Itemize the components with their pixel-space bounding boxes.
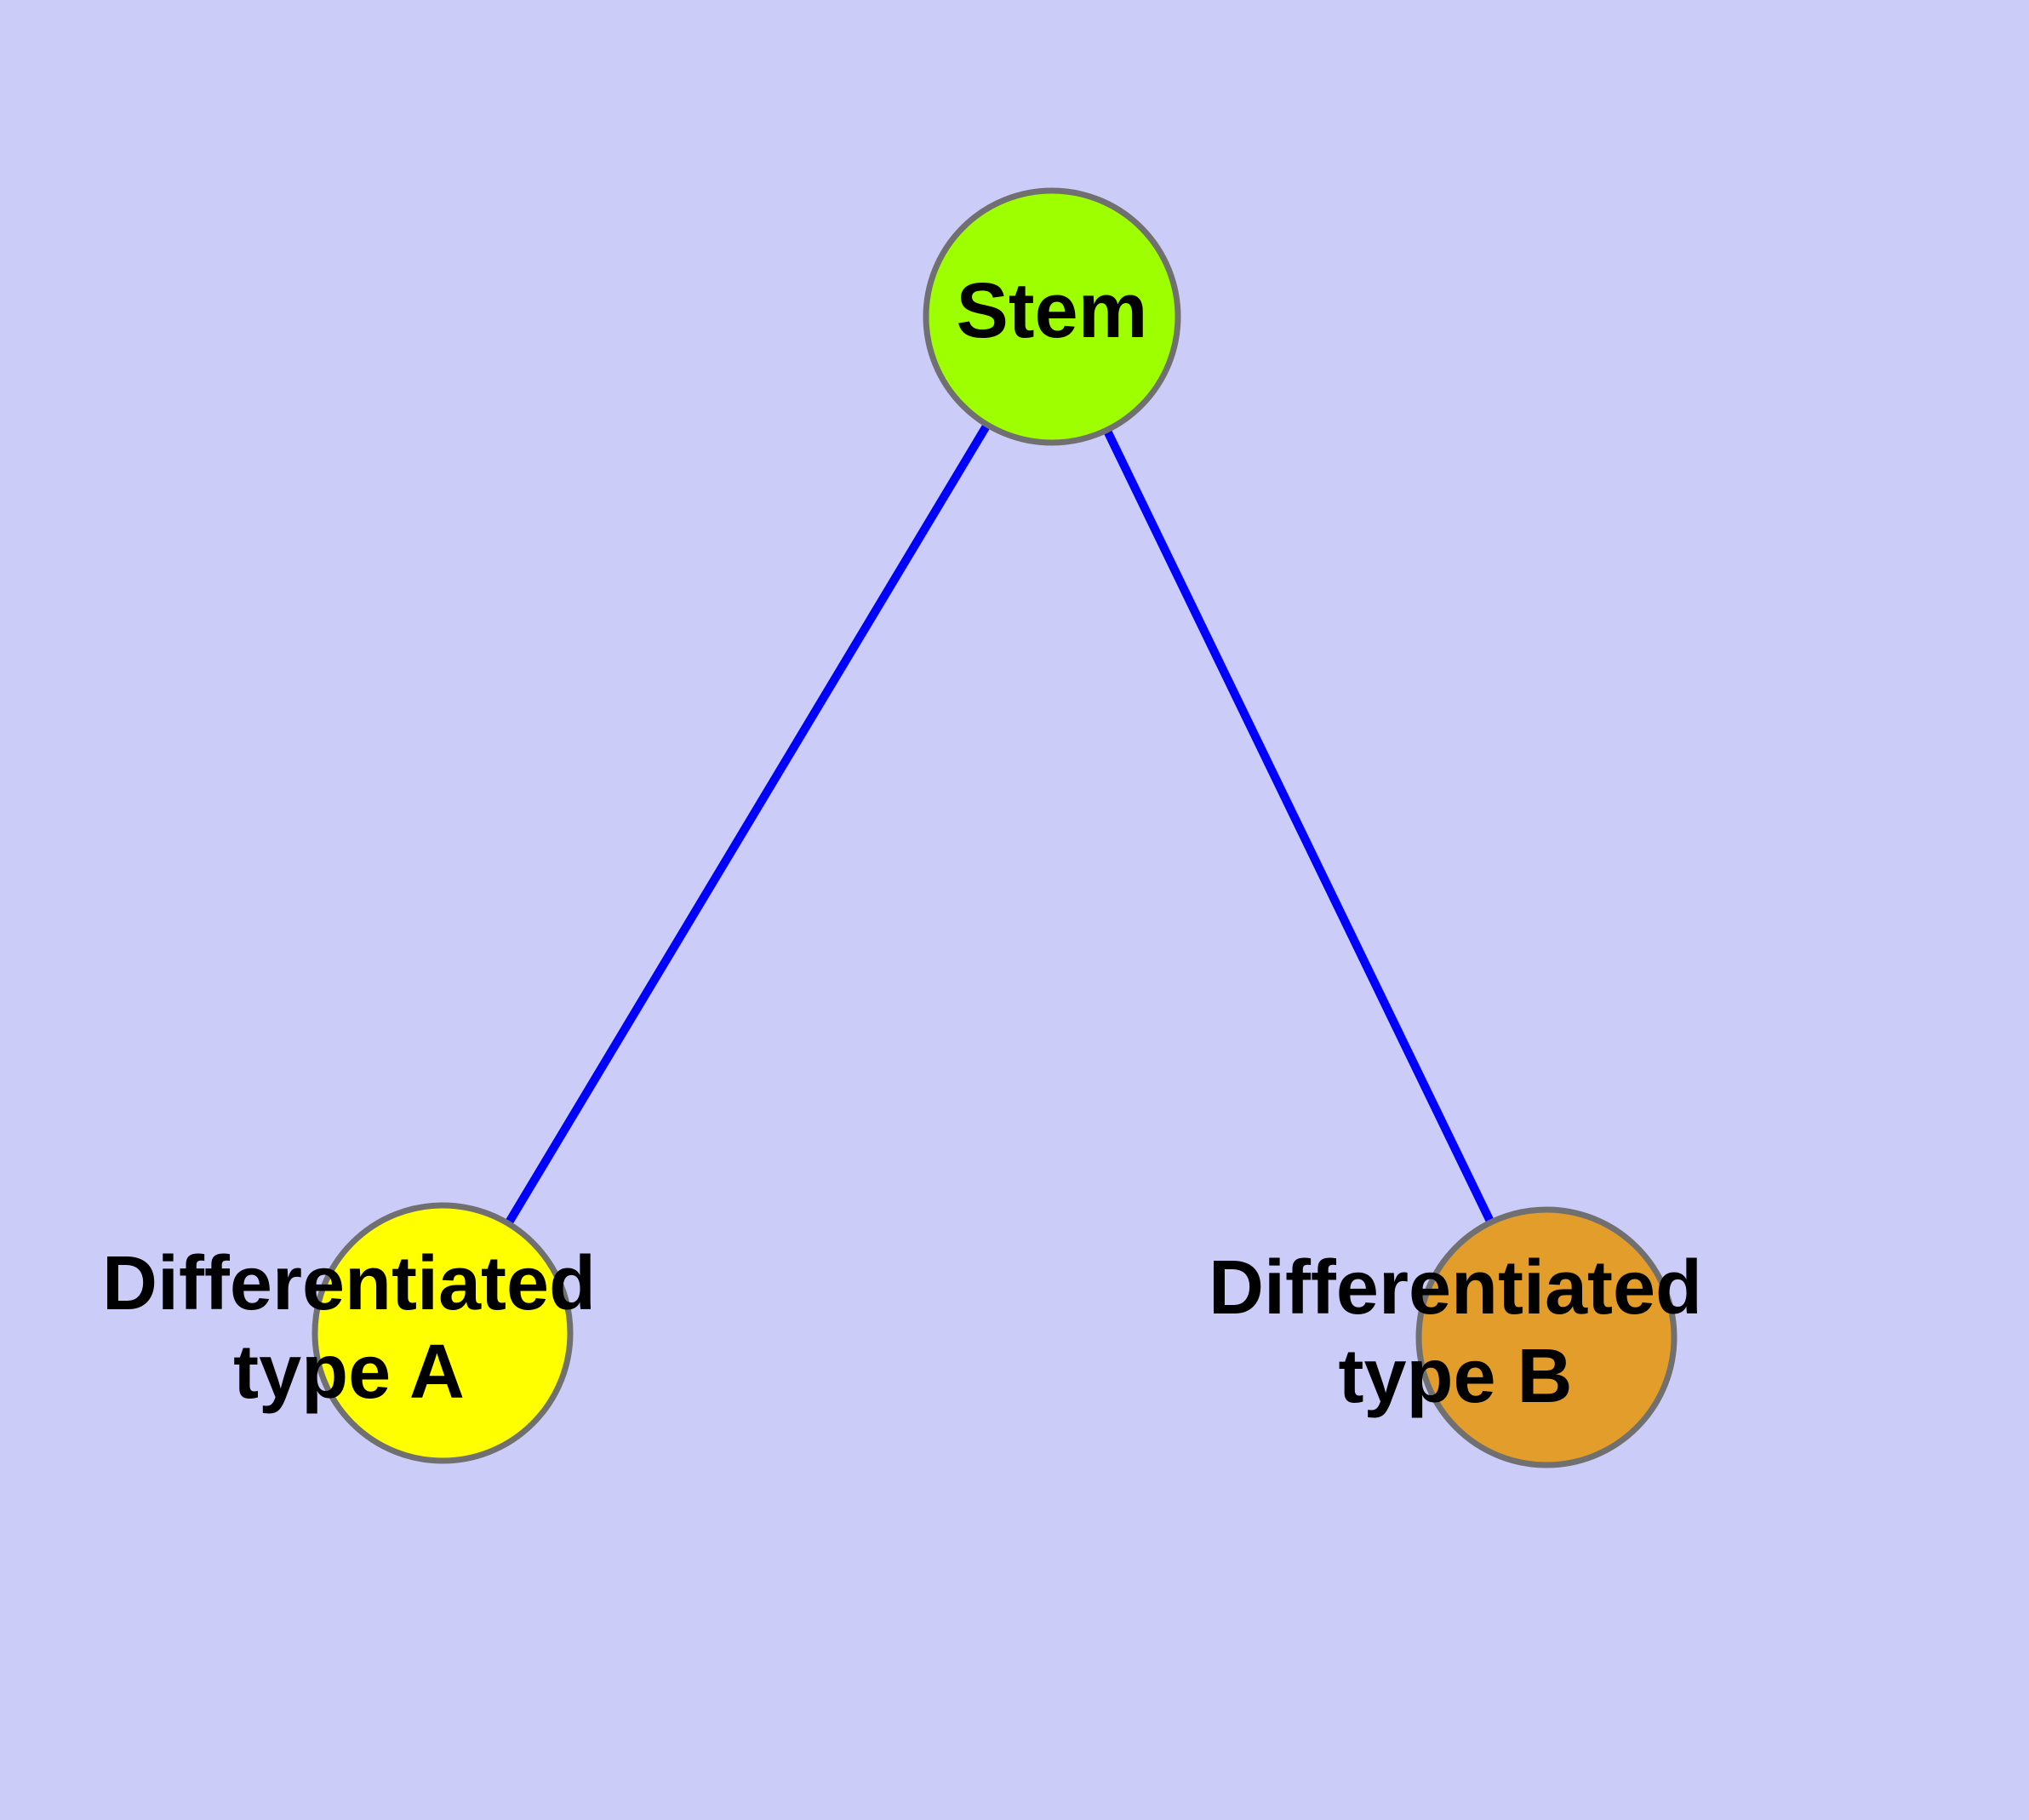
edge-stem-to-a[interactable]	[438, 314, 1056, 1336]
edge-stem-to-b[interactable]	[1048, 314, 1551, 1340]
node-label-line: Stem	[957, 267, 1148, 354]
node-stem[interactable]	[923, 187, 1181, 446]
nodes-layer	[311, 187, 1677, 1468]
edges-layer	[438, 314, 1551, 1340]
node-diff_a[interactable]	[311, 1202, 574, 1464]
node-label-line: Differentiated	[1209, 1245, 1702, 1331]
node-label-line: Differentiated	[102, 1241, 596, 1326]
node-label-stem: Stem	[957, 267, 1148, 354]
node-label-line: type A	[233, 1330, 465, 1415]
node-diff_b[interactable]	[1415, 1206, 1677, 1468]
node-label-line: type B	[1338, 1334, 1572, 1419]
